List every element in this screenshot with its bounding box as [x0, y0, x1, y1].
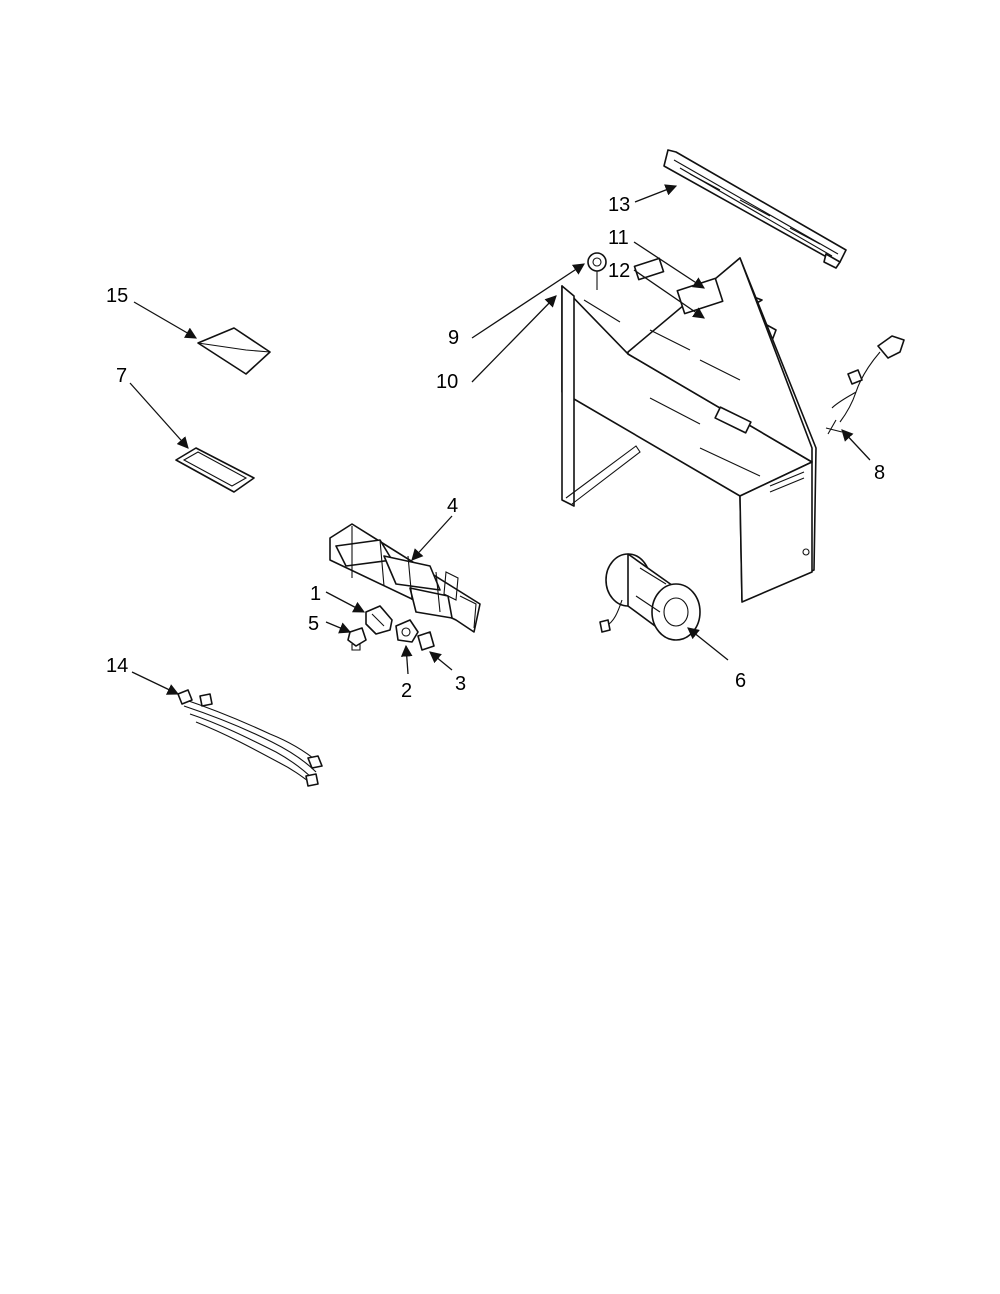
callout-1: 1 — [310, 583, 321, 605]
callout-12: 12 — [608, 260, 630, 282]
callout-5: 5 — [308, 613, 319, 635]
leader-10 — [471, 295, 557, 383]
part-13-grille-bar — [663, 149, 847, 269]
callout-numbers: 13 11 12 9 10 15 7 4 1 5 2 3 6 8 14 — [106, 194, 885, 702]
callout-10: 10 — [436, 371, 458, 393]
leader-11 — [633, 241, 705, 289]
callout-8: 8 — [874, 462, 885, 484]
callout-7: 7 — [116, 365, 127, 387]
leader-2 — [400, 644, 413, 675]
callout-14: 14 — [106, 655, 128, 677]
part-15-literature-card — [197, 327, 271, 375]
leader-5 — [325, 621, 352, 634]
callout-3: 3 — [455, 673, 466, 695]
part-7-filter — [175, 447, 255, 493]
part-8-power-cord — [825, 335, 905, 435]
leader-8 — [841, 429, 871, 461]
leader-3 — [429, 651, 453, 671]
leader-12 — [633, 269, 705, 319]
part-9-nut — [587, 252, 607, 290]
leader-15 — [133, 301, 198, 339]
leader-lines — [129, 184, 871, 695]
callout-15: 15 — [106, 285, 128, 307]
callout-11: 11 — [608, 227, 629, 249]
part-5-bulb — [347, 627, 367, 651]
callout-2: 2 — [401, 680, 412, 702]
part-1-lamp-socket — [365, 605, 393, 635]
part-10-chassis — [561, 257, 817, 603]
leader-4 — [411, 515, 453, 561]
part-6-blower-motor — [599, 553, 701, 641]
part-2-switch — [395, 619, 419, 643]
leader-9 — [471, 263, 585, 339]
part-3-knob — [417, 631, 435, 651]
leader-7 — [129, 382, 189, 449]
callout-4: 4 — [447, 495, 458, 517]
leader-13 — [634, 184, 678, 203]
leader-1 — [325, 591, 366, 613]
callout-6: 6 — [735, 670, 746, 692]
callout-9: 9 — [448, 327, 459, 349]
callout-13: 13 — [608, 194, 630, 216]
part-4-control-assembly — [329, 523, 481, 633]
leader-6 — [687, 627, 729, 661]
leader-14 — [131, 671, 180, 695]
part-14-wire-harness — [177, 689, 323, 787]
